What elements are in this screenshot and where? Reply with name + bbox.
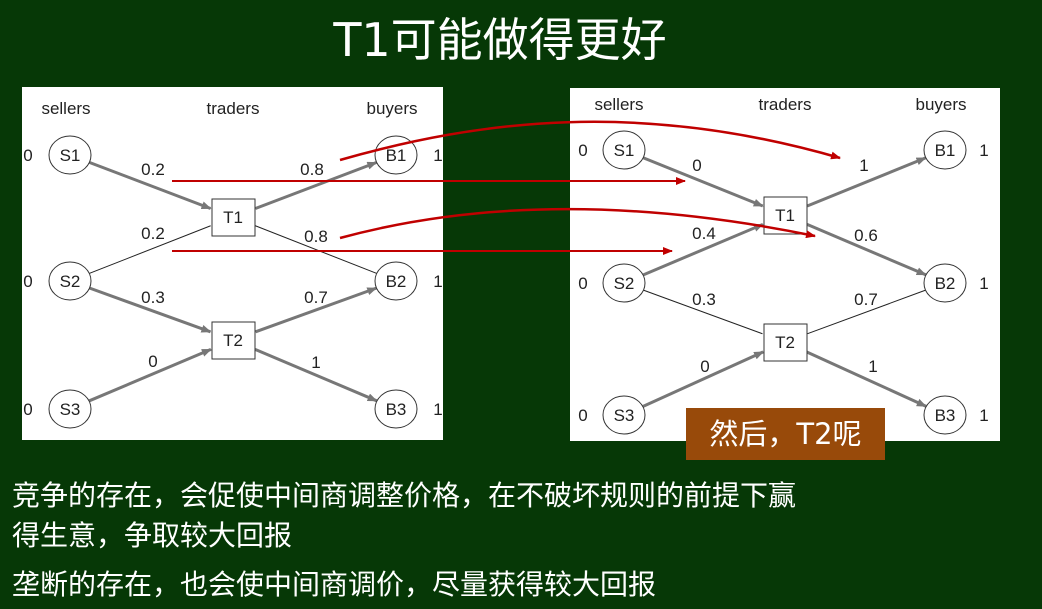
- node-circle: [923, 395, 967, 435]
- bottom-text-line: 垄断的存在，也会使中间商调价，尽量获得较大回报: [12, 568, 657, 601]
- diagram-panel-before: [22, 87, 443, 440]
- node-label: S2: [614, 274, 635, 293]
- slide-title: T1可能做得更好: [333, 13, 667, 67]
- buyer-value: 1: [979, 274, 988, 293]
- edge-price-label: 1: [311, 353, 320, 372]
- edge-price-label: 0: [692, 156, 701, 175]
- column-header-sellers: sellers: [41, 99, 90, 118]
- buyer-value: 1: [433, 400, 442, 419]
- node-circle: [602, 395, 646, 435]
- seller-value: 0: [23, 146, 32, 165]
- node-label: S1: [614, 141, 635, 160]
- node-circle: [48, 389, 92, 429]
- edge-price-label: 1: [868, 357, 877, 376]
- seller-value: 0: [578, 141, 587, 160]
- seller-value: 0: [23, 272, 32, 291]
- edge-price-label: 0: [148, 352, 157, 371]
- node-label: T2: [223, 331, 243, 350]
- trade-edge-arrow: [806, 350, 927, 408]
- edge-price-label: 0.3: [141, 288, 165, 307]
- node-circle: [923, 263, 967, 303]
- buyer-value: 1: [433, 272, 442, 291]
- trader-box: [763, 323, 808, 362]
- edge-price-label: 0.6: [854, 226, 878, 245]
- buyer-value: 1: [979, 141, 988, 160]
- node-circle: [374, 261, 418, 301]
- column-header-sellers: sellers: [594, 95, 643, 114]
- node-label: S2: [60, 272, 81, 291]
- edge-line: [255, 225, 377, 274]
- edge-price-label: 0.4: [692, 224, 716, 243]
- node-circle: [923, 130, 967, 170]
- node-circle: [374, 135, 418, 175]
- edge-price-label: 0.2: [141, 224, 165, 243]
- column-header-traders: traders: [207, 99, 260, 118]
- node-label: S1: [60, 146, 81, 165]
- node-label: B1: [935, 141, 956, 160]
- edge-line: [807, 289, 926, 335]
- trade-edge-arrow: [806, 223, 927, 277]
- followup-note: 然后，T2呢: [686, 408, 885, 460]
- edge-price-label: 0.7: [854, 290, 878, 309]
- node-label: S3: [60, 400, 81, 419]
- trade-edge-arrow: [88, 347, 212, 403]
- trade-edge-arrow: [89, 161, 212, 210]
- node-label: T1: [223, 208, 243, 227]
- node-label: B3: [935, 406, 956, 425]
- node-label: S3: [614, 406, 635, 425]
- edge-price-label: 0.2: [141, 160, 165, 179]
- edge-line: [89, 225, 211, 274]
- trader-box: [211, 198, 256, 237]
- node-circle: [48, 261, 92, 301]
- node-label: T2: [775, 333, 795, 352]
- edge-price-label: 0.7: [304, 288, 328, 307]
- seller-value: 0: [23, 400, 32, 419]
- node-circle: [48, 135, 92, 175]
- edge-price-label: 0: [700, 357, 709, 376]
- buyer-value: 1: [979, 406, 988, 425]
- trade-edge-arrow: [642, 350, 765, 408]
- node-circle: [602, 263, 646, 303]
- trade-edge-arrow: [255, 286, 378, 334]
- node-label: T1: [775, 206, 795, 225]
- edge-price-label: 0.3: [692, 290, 716, 309]
- node-label: B3: [386, 400, 407, 419]
- edge-price-label: 0.8: [304, 227, 328, 246]
- bottom-text-line: 得生意，争取较大回报: [12, 519, 293, 552]
- node-circle: [374, 389, 418, 429]
- node-circle: [602, 130, 646, 170]
- seller-value: 0: [578, 274, 587, 293]
- node-label: B2: [935, 274, 956, 293]
- node-label: B1: [386, 146, 407, 165]
- column-header-traders: traders: [759, 95, 812, 114]
- node-label: B2: [386, 272, 407, 291]
- trade-edge-arrow: [254, 161, 378, 210]
- edge-price-label: 1: [859, 156, 868, 175]
- edge-price-label: 0.8: [300, 160, 324, 179]
- column-header-buyers: buyers: [366, 99, 417, 118]
- trade-edge-arrow: [254, 347, 378, 403]
- edge-line: [643, 289, 763, 335]
- highlight-arrow-b1-price: [339, 120, 841, 162]
- bottom-text-line: 竞争的存在，会促使中间商调整价格，在不破坏规则的前提下赢: [12, 479, 797, 512]
- trade-edge-arrow: [642, 156, 764, 208]
- trader-box: [211, 321, 256, 360]
- column-header-buyers: buyers: [915, 95, 966, 114]
- buyer-value: 1: [433, 146, 442, 165]
- highlight-arrow-b2-price: [339, 208, 816, 240]
- seller-value: 0: [578, 406, 587, 425]
- trade-edge-arrow: [89, 286, 212, 334]
- trade-edge-arrow: [806, 156, 927, 208]
- trade-edge-arrow: [642, 222, 764, 277]
